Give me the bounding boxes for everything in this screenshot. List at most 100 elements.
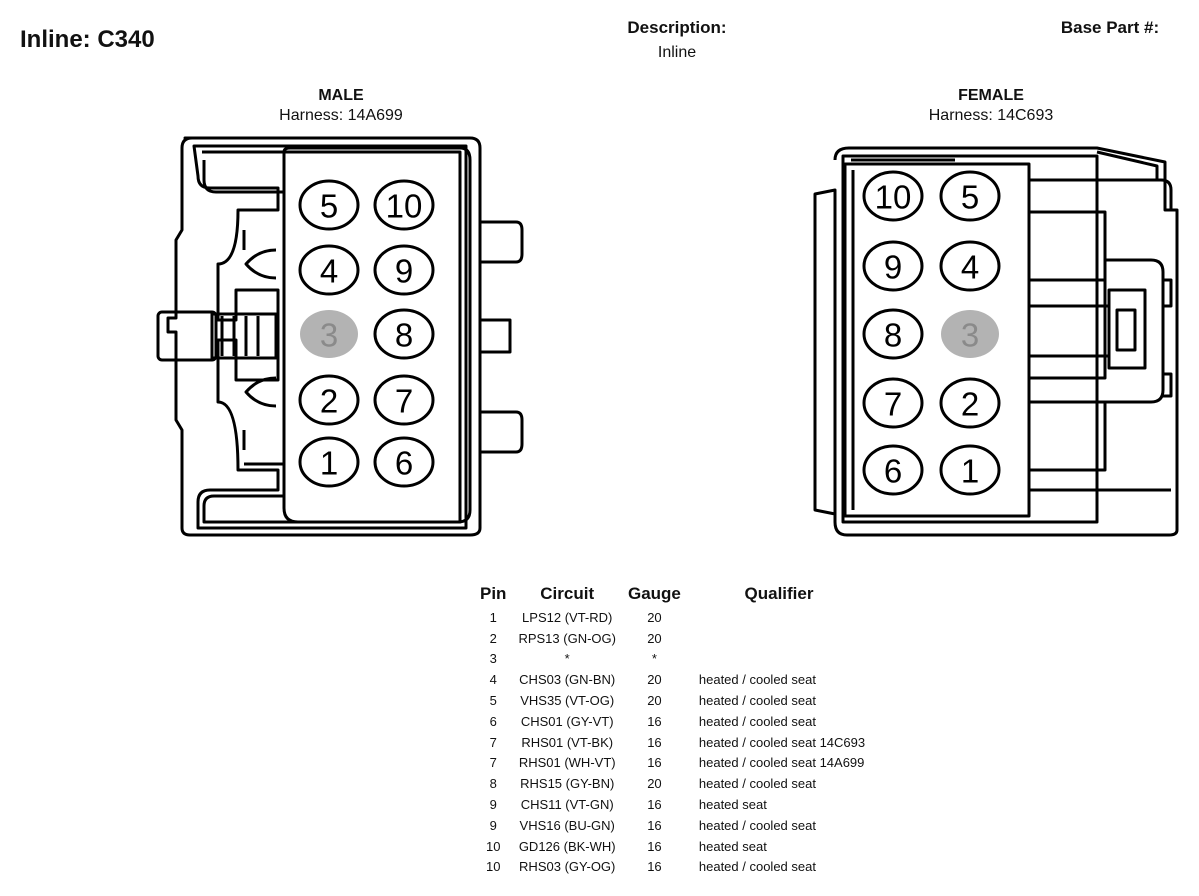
pinout-header-row: Pin Circuit Gauge Qualifier xyxy=(474,583,871,607)
female-pin-label: 5 xyxy=(961,179,979,216)
female-harness-label: Harness: 14C693 xyxy=(928,107,1054,124)
male-pin-label: 8 xyxy=(395,317,413,354)
female-pin-label: 10 xyxy=(875,179,912,216)
male-pin-label: 5 xyxy=(320,188,338,225)
female-pin-7: 7 xyxy=(862,377,924,429)
female-pin-label: 1 xyxy=(961,453,979,490)
circuit-cell: CHS11 (VT-GN) xyxy=(520,797,614,813)
pin-cell: 5 xyxy=(489,693,497,709)
male-pin-label: 7 xyxy=(395,383,413,420)
gauge-cell: 20 xyxy=(647,776,662,792)
female-pin-label: 4 xyxy=(961,249,979,286)
circuit-cell: CHS03 (GN-BN) xyxy=(519,672,616,688)
gauge-cell: 16 xyxy=(647,817,662,833)
male-pin-5: 5 xyxy=(298,179,360,231)
female-connector-title: FEMALE xyxy=(958,87,1024,104)
circuit-cell: RHS03 (GY-OG) xyxy=(519,859,616,875)
female-pin-label: 2 xyxy=(961,386,979,423)
pin-cell: 9 xyxy=(489,817,497,833)
circuit-cell: CHS01 (GY-VT) xyxy=(520,713,614,729)
female-pin-label: 8 xyxy=(884,317,902,354)
table-row: 9 CHS11 (VT-GN) 16 heated seat xyxy=(474,794,871,815)
qualifier-cell xyxy=(687,649,871,670)
male-connector-title: MALE xyxy=(318,87,364,104)
female-pin-label: 3 xyxy=(961,317,979,354)
circuit-cell: VHS35 (VT-OG) xyxy=(520,693,615,709)
pin-cell: 6 xyxy=(489,713,497,729)
gauge-cell: * xyxy=(651,651,657,667)
male-pin-6: 6 xyxy=(373,436,435,488)
table-row: 5 VHS35 (VT-OG) 20 heated / cooled seat xyxy=(474,690,871,711)
male-harness-label: Harness: 14A699 xyxy=(279,107,403,124)
female-pin-1: 1 xyxy=(939,444,1001,496)
qualifier-cell: heated seat xyxy=(698,797,767,813)
female-pin-label: 6 xyxy=(884,453,902,490)
qualifier-cell: heated / cooled seat 14C693 xyxy=(698,734,866,750)
qualifier-cell xyxy=(687,607,871,628)
circuit-cell: RHS15 (GY-BN) xyxy=(520,776,615,792)
pin-cell: 3 xyxy=(489,651,497,667)
circuit-cell: GD126 (BK-WH) xyxy=(518,838,616,854)
circuit-cell: VHS16 (BU-GN) xyxy=(519,817,615,833)
male-pin-label: 2 xyxy=(320,383,338,420)
male-pin-label: 6 xyxy=(395,445,413,482)
gauge-cell: 16 xyxy=(647,797,662,813)
male-pin-7: 7 xyxy=(373,374,435,426)
qualifier-cell: heated / cooled seat xyxy=(698,693,816,709)
circuit-cell: * xyxy=(564,651,570,667)
description-value: Inline xyxy=(657,44,697,61)
pin-cell: 8 xyxy=(489,776,497,792)
circuit-cell: RPS13 (GN-OG) xyxy=(518,630,616,646)
pin-cell: 10 xyxy=(485,859,501,875)
header-pin: Pin xyxy=(480,584,507,603)
female-pin-3: 3 xyxy=(941,310,999,358)
table-row: 8 RHS15 (GY-BN) 20 heated / cooled seat xyxy=(474,773,871,794)
male-pin-label: 4 xyxy=(320,253,338,290)
male-pin-label: 3 xyxy=(320,317,338,354)
qualifier-cell: heated / cooled seat xyxy=(698,817,816,833)
male-pin-label: 9 xyxy=(395,253,413,290)
connector-title: Inline: C340 xyxy=(20,26,155,53)
female-pin-2: 2 xyxy=(939,377,1001,429)
male-pin-9: 9 xyxy=(373,244,435,296)
table-row: 4 CHS03 (GN-BN) 20 heated / cooled seat xyxy=(474,669,871,690)
pin-cell: 9 xyxy=(489,797,497,813)
male-pin-4: 4 xyxy=(298,244,360,296)
pin-cell: 4 xyxy=(489,672,497,688)
female-pin-4: 4 xyxy=(939,240,1001,292)
gauge-cell: 16 xyxy=(647,859,662,875)
pin-cell: 1 xyxy=(489,609,497,625)
female-pin-label: 7 xyxy=(884,386,902,423)
male-pin-label: 10 xyxy=(386,188,423,225)
qualifier-cell: heated / cooled seat xyxy=(698,713,816,729)
header-qualifier: Qualifier xyxy=(744,584,814,603)
female-pin-8: 8 xyxy=(862,308,924,360)
circuit-cell: RHS01 (WH-VT) xyxy=(518,755,616,771)
header-gauge: Gauge xyxy=(627,584,681,603)
female-pin-5: 5 xyxy=(939,170,1001,222)
male-pin-8: 8 xyxy=(373,308,435,360)
female-pin-6: 6 xyxy=(862,444,924,496)
qualifier-cell: heated / cooled seat xyxy=(698,672,816,688)
gauge-cell: 20 xyxy=(647,609,662,625)
qualifier-cell: heated seat xyxy=(698,838,767,854)
male-pin-2: 2 xyxy=(298,374,360,426)
pin-cell: 2 xyxy=(489,630,497,646)
gauge-cell: 16 xyxy=(647,838,662,854)
male-pin-1: 1 xyxy=(298,436,360,488)
pin-cell: 7 xyxy=(489,755,497,771)
gauge-cell: 20 xyxy=(647,672,662,688)
table-row: 9 VHS16 (BU-GN) 16 heated / cooled seat xyxy=(474,815,871,836)
gauge-cell: 20 xyxy=(647,693,662,709)
circuit-cell: RHS01 (VT-BK) xyxy=(521,734,614,750)
qualifier-cell: heated / cooled seat xyxy=(698,776,816,792)
